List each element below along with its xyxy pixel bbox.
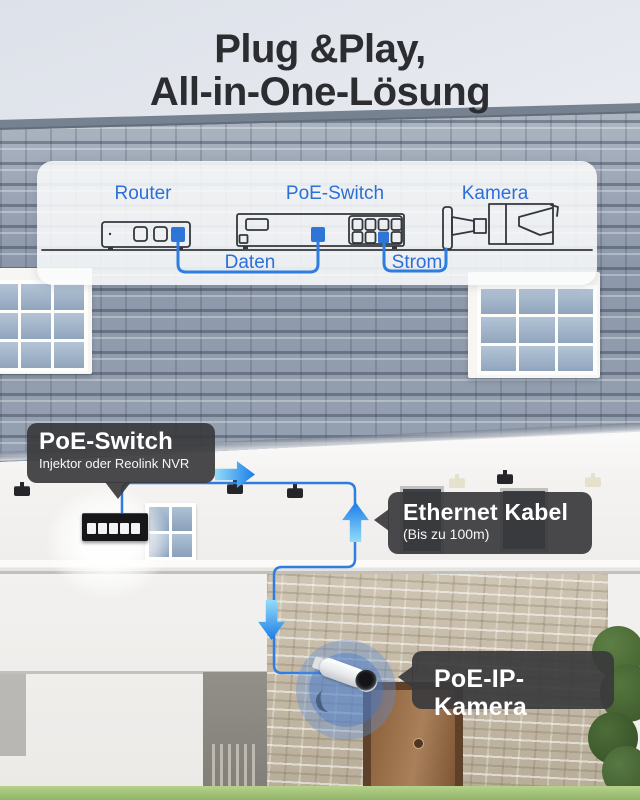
- dormer-window-right: [468, 272, 600, 378]
- poe-switch-callout-title: PoE-Switch: [39, 428, 174, 455]
- arrow-down-icon: [258, 600, 285, 641]
- wall-lamp-icon: [449, 474, 465, 488]
- dormer-left-panes: [0, 280, 88, 372]
- grass: [0, 786, 640, 800]
- router-icon: [101, 221, 191, 250]
- arrow-up-icon: [342, 501, 369, 542]
- camera-callout-title: PoE-IP-Kamera: [434, 665, 527, 721]
- poe-switch-label: PoE-Switch: [285, 183, 385, 204]
- daten-cable-label: Daten: [224, 252, 276, 273]
- title-line-1: Plug &Play,: [214, 27, 426, 71]
- dormer-right-panes: [477, 285, 597, 375]
- strom-cable: [382, 242, 448, 273]
- poe-switch-device-photo: [82, 513, 148, 541]
- door-knocker: [413, 738, 424, 749]
- ethernet-callout-title: Ethernet Kabel: [403, 499, 569, 525]
- daten-cable: [176, 240, 320, 274]
- wall-corner-shadow: [0, 674, 26, 756]
- poe-ip-camera-callout: PoE-IP-Kamera: [398, 651, 614, 721]
- arrow-right-icon: [215, 461, 256, 488]
- metal-fence: [207, 744, 259, 790]
- floodlight-icon: [497, 470, 513, 484]
- kamera-label: Kamera: [461, 183, 529, 204]
- highlight-circle: [46, 486, 170, 598]
- poe-switch-icon: [236, 213, 405, 249]
- diagram-icons: [41, 203, 593, 274]
- bullet-camera-icon: [442, 203, 559, 250]
- ethernet-cable-callout: Ethernet Kabel (Bis zu 100m): [374, 492, 592, 554]
- router-label: Router: [114, 183, 172, 204]
- ethernet-callout-subtitle: (Bis zu 100m): [403, 526, 490, 542]
- strom-cable-label: Strom: [391, 252, 443, 273]
- floodlight-icon: [287, 484, 303, 498]
- wall-lamp-icon: [585, 473, 601, 487]
- floodlight-icon: [14, 482, 30, 496]
- poe-switch-callout: PoE-Switch Injektor oder Reolink NVR: [27, 423, 215, 499]
- page-title: Plug &Play, All-in-One-Lösung: [0, 28, 640, 114]
- title-line-2: All-in-One-Lösung: [149, 70, 491, 114]
- dormer-window-left: [0, 268, 92, 374]
- poe-switch-callout-subtitle: Injektor oder Reolink NVR: [39, 456, 190, 471]
